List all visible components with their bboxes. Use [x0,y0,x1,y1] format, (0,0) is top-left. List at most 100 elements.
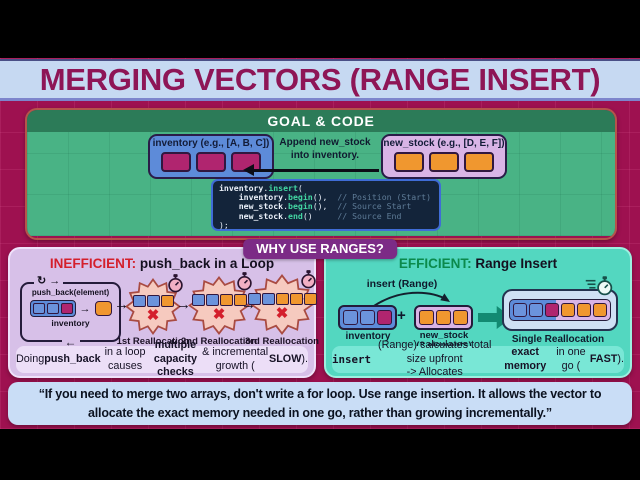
vector-cell-orange [303,292,317,305]
efficient-footer: insert (Range) calculates total size upf… [332,339,624,378]
text-segment: FAST [589,352,618,365]
vector-cell-orange [436,310,451,325]
goal-panel: GOAL & CODE inventory (e.g., [A, B, C]) … [25,108,617,240]
quote-text: “If you need to merge two arrays, don't … [38,387,602,420]
efficient-inventory-label: inventory [345,331,391,342]
title-banner: MERGING VECTORS (RANGE INSERT) [0,59,640,101]
vector-cell-orange [577,303,591,317]
vector-cell-orange [561,303,575,317]
vector-cell-orange [394,152,424,172]
vector-cell-orange [453,310,468,325]
text-segment: ). [301,352,308,365]
loop-row: → [22,300,119,317]
vector-cell-orange [160,294,174,307]
burst-content: ✖ [188,276,250,335]
vector-cell-blue [146,294,160,307]
text-segment: exact memory [504,345,547,372]
vector-cell-magenta [545,303,559,317]
code-line: inventory.insert( [219,183,303,193]
reallocation-burst-1: ✖ [125,274,183,335]
efficient-title-rest: Range Insert [471,256,558,271]
efficient-keyword: EFFICIENT: [398,256,472,271]
efficient-panel: EFFICIENT: Range Insert insert (Range) +… [324,247,632,378]
inefficient-footer: Doing push_back in a loop causes multipl… [16,339,308,378]
new-stock-label-line: new_stock [419,330,469,341]
vector-cell-blue [191,293,205,306]
vector-cell-magenta [60,303,73,314]
why-use-ranges-badge: WHY USE RANGES? [243,239,397,259]
efficient-new-stock-label: new_stock (3 elements) [384,330,504,352]
curved-arrow-icon [373,291,450,307]
single-reallocation-box [502,289,618,331]
loop-inventory-label: inventory [51,318,90,328]
vector-cell-magenta [161,152,191,172]
vector-cell-blue [46,303,59,314]
new-stock-sublabel-line: (3 elements) [384,340,504,351]
vector-cell-orange [593,303,607,317]
vector-cell-orange [429,152,459,172]
merged-vector [509,299,611,321]
inefficient-keyword: INEFFICIENT: [49,256,137,271]
text-segment: Doing [16,352,45,365]
vector-cell-blue [32,303,45,314]
vector-cell-orange [219,293,233,306]
red-x-icon: ✖ [275,304,289,322]
flow-arrow-icon: → [114,296,129,313]
efficient-new-stock-vector [414,305,473,330]
stopwatch-icon [301,270,316,289]
text-segment: (Range) calculates total size upfront ->… [377,338,492,379]
text-segment: push_back [44,352,101,365]
goal-body: inventory (e.g., [A, B, C]) Append new_s… [27,132,615,236]
loop-arrow-icon: ↻ → [34,274,64,287]
result-cells [513,303,607,317]
burst-cells [191,293,247,306]
quote-bar: “If you need to merge two arrays, don't … [8,382,632,425]
text-segment: in a loop causes [104,345,146,372]
reallocation-burst-3: ✖ [247,270,317,335]
vector-cell-orange [94,301,112,316]
vector-cell-orange [233,293,247,306]
text-segment: insert [332,352,372,366]
vector-cell-blue [261,292,275,305]
code-line: ); [219,219,229,230]
code-line: inventory.begin(), // Position (Start) [219,192,431,203]
vector-cell-blue [360,310,375,325]
vector-cell-blue [513,303,527,317]
burst-cells [132,294,174,307]
burst-content: ✖ [125,278,181,335]
loop-new-element-cell [94,301,112,316]
vector-cell-blue [247,292,261,305]
goal-header-label: GOAL & CODE [267,113,375,129]
reallocation-label-3: 3rd Reallocation [245,336,319,347]
reallocation-label-1: 1st Reallocation [116,336,190,347]
push-back-loop-box: ↻ → push_back(element) → inventory ← [20,274,121,349]
vector-cell-blue [132,294,146,307]
stopwatch-icon [168,274,183,293]
insert-range-label: insert (Range) [366,278,438,290]
inefficient-panel: INEFFICIENT: push_back in a Loop ↻ → pus… [8,247,319,378]
new-stock-cells [394,152,494,172]
vector-cell-orange [289,292,303,305]
append-note-line2: into inventory. [290,149,360,161]
infographic-stage: MERGING VECTORS (RANGE INSERT) GOAL & CO… [0,58,640,429]
vector-cell-orange [275,292,289,305]
vector-cell-magenta [377,310,392,325]
burst-content: ✖ [247,274,317,335]
new-stock-box-label: new_stock (e.g., [D, E, F]) [383,138,505,149]
append-note: Append new_stock into inventory. [267,137,383,162]
red-x-icon: ✖ [146,306,160,324]
vector-cell-magenta [196,152,226,172]
code-line: new_stock.begin(), // Source Start [219,201,412,212]
text-segment: & incremental growth ( [202,345,269,372]
append-note-line1: Append new_stock [279,137,371,148]
inventory-cells [161,152,261,172]
vector-cell-blue [343,310,358,325]
inefficient-title-rest: push_back in a Loop [136,256,275,271]
single-reallocation-label: Single Reallocation [511,334,605,345]
vector-cell-blue [205,293,219,306]
flow-arrow-icon: → [176,296,191,313]
reallocation-label-2: 2nd Reallocation [180,336,257,347]
efficient-title: EFFICIENT: Range Insert [326,256,630,271]
text-segment: in one go ( [556,345,586,372]
